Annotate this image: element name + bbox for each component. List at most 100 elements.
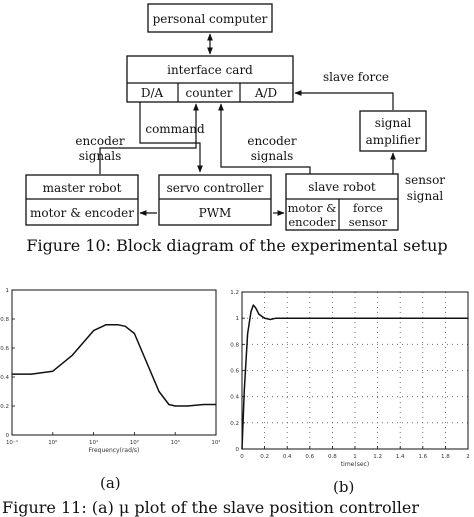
master-sub-label: motor & encoder — [30, 206, 134, 220]
slave-force-label-2: sensor — [349, 215, 388, 229]
encoder-left-arrow — [99, 103, 199, 174]
y-tick-label: 1 — [6, 288, 10, 294]
counter-label: counter — [185, 86, 232, 100]
figure10-caption: Figure 10: Block diagram of the experime… — [26, 236, 448, 255]
data-point — [71, 354, 73, 356]
master-robot-label: master robot — [43, 181, 122, 195]
data-point — [105, 324, 107, 326]
slave-force-label: slave force — [323, 70, 389, 84]
x-tick-label: 0.2 — [260, 454, 269, 460]
x-tick-label: 0 — [240, 454, 244, 460]
y-tick-label: 0.4 — [0, 375, 9, 381]
encoder-left-label-1: encoder — [75, 134, 125, 148]
data-point — [247, 333, 249, 335]
data-point — [254, 307, 257, 309]
interface-card-label: interface card — [167, 63, 253, 77]
x-axis-label: time(sec) — [341, 461, 369, 468]
data-point — [286, 317, 288, 319]
servo-controller-label: servo controller — [167, 181, 264, 195]
y-tick-label: 0.6 — [230, 369, 239, 375]
data-point — [215, 403, 217, 406]
data-point — [11, 373, 13, 375]
encoder-right-label-2: signals — [251, 149, 294, 163]
x-tick-label: 10⁻¹ — [6, 439, 18, 446]
data-point — [174, 405, 176, 407]
data-point — [250, 311, 252, 313]
y-tick-label: 0.8 — [0, 317, 9, 323]
amplifier-label-1: signal — [375, 116, 412, 130]
x-tick-label: 10¹ — [89, 439, 98, 446]
data-point — [354, 317, 356, 319]
y-tick-label: 0 — [236, 447, 240, 453]
pc-box — [147, 3, 273, 33]
amplifier-label-2: amplifier — [366, 133, 421, 147]
data-point — [146, 361, 148, 364]
data-point — [264, 317, 266, 319]
series-line — [12, 324, 216, 407]
slave-robot-box — [285, 173, 399, 231]
x-tick-label: 10³ — [171, 439, 180, 446]
x-tick-label: 1.6 — [418, 454, 427, 460]
y-tick-label: 0.4 — [230, 395, 239, 401]
data-point — [399, 317, 401, 319]
subfigure-b-label: (b) — [333, 478, 355, 496]
pwm-label: PWM — [199, 206, 232, 220]
y-tick-label: 0 — [6, 433, 10, 439]
x-tick-label: 10⁰ — [48, 439, 58, 446]
sensor-label-2: signal — [407, 189, 444, 203]
encoder-right-label-1: encoder — [247, 134, 297, 148]
plot-frame — [241, 291, 469, 450]
data-point — [252, 304, 254, 306]
y-tick-label: 0.2 — [0, 404, 9, 410]
x-tick-label: 1 — [353, 454, 357, 460]
da-label: D/A — [141, 86, 164, 100]
x-tick-label: 0.4 — [283, 454, 292, 460]
data-point — [309, 317, 311, 319]
block-diagram: personal computer interface card D/A cou… — [25, 3, 445, 231]
data-point — [203, 403, 205, 406]
x-tick-label: 2 — [466, 454, 470, 460]
x-tick-label: 0.8 — [328, 454, 337, 460]
data-point — [243, 389, 245, 391]
y-tick-label: 1 — [236, 316, 240, 322]
data-point — [52, 370, 54, 372]
slave-force-label-1: force — [353, 201, 383, 215]
y-tick-label: 0.6 — [0, 346, 9, 352]
data-point — [269, 318, 271, 321]
plot-frame — [11, 289, 217, 436]
x-axis-label: Frequency(rad/s) — [89, 447, 140, 454]
slave-motor-label-2: encoder — [288, 215, 336, 229]
data-point — [30, 373, 33, 375]
data-point — [158, 390, 160, 393]
slave-motor-label-1: motor & — [288, 201, 337, 215]
command-arrow — [139, 102, 203, 173]
data-point — [117, 324, 119, 326]
x-tick-label: 10⁴ — [211, 439, 220, 446]
data-point — [124, 325, 126, 327]
servo-controller-box — [158, 174, 272, 226]
y-tick-label: 0.2 — [230, 421, 239, 427]
interface-card-box — [126, 55, 294, 103]
pc-label: personal computer — [153, 12, 268, 26]
data-point — [168, 403, 170, 406]
figure11-caption: Figure 11: (a) μ plot of the slave posit… — [2, 498, 420, 517]
x-tick-label: 1.4 — [396, 454, 405, 460]
data-point — [133, 332, 135, 335]
command-label: command — [145, 122, 205, 136]
y-tick-label: 0.8 — [230, 342, 239, 348]
sensor-label-1: sensor — [405, 173, 445, 187]
data-point — [186, 405, 189, 407]
x-tick-label: 0.6 — [305, 454, 314, 460]
y-tick-label: 1.2 — [230, 290, 239, 296]
amplifier-box — [359, 110, 427, 152]
slave-force-arrow — [294, 90, 394, 110]
x-tick-label: 1.2 — [373, 454, 382, 460]
subfigure-a-label: (a) — [100, 474, 121, 492]
data-point — [258, 313, 260, 315]
encoder-left-label-2: signals — [79, 149, 122, 163]
data-point — [93, 330, 95, 332]
ad-label: A/D — [254, 86, 277, 100]
data-point — [241, 448, 243, 450]
